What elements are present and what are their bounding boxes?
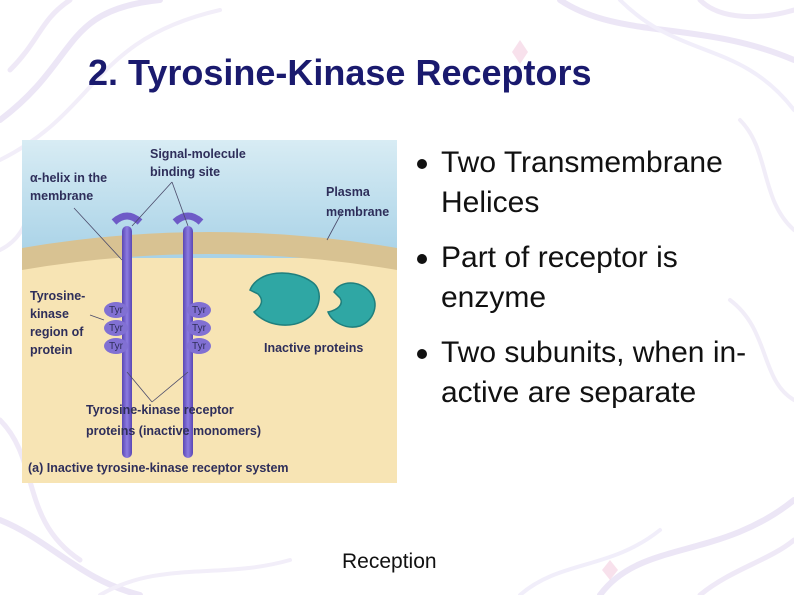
alpha-helix-label: α-helix in the membrane [30,171,111,203]
plasma-membrane-label: Plasma membrane [326,185,389,219]
receptor-monomer-right [172,212,211,458]
inactive-protein-1 [249,272,320,326]
tyr-label-l3: Tyr [109,341,124,352]
bullet-list: Two Transmembrane Helices Part of recept… [412,143,772,413]
bullet-text: Two Transmembrane Helices [441,146,723,219]
receptor-diagram: Tyr Tyr Tyr Tyr Tyr Tyr α-helix in the m… [22,140,397,483]
slide-footer: Reception [342,550,437,573]
slide-title: 2. Tyrosine-Kinase Receptors [88,52,592,93]
bullet-text: Two subunits, when in-active are separat… [441,336,747,409]
bullet-text: Part of receptor is enzyme [441,241,678,314]
tk-region-label: Tyrosine- kinase region of protein [30,289,89,357]
inactive-proteins-label: Inactive proteins [264,341,363,355]
plasma-membrane [22,232,397,270]
bullet-item: Part of receptor is enzyme [412,238,772,318]
bullet-dot-icon [417,159,427,169]
tyr-label-r1: Tyr [192,305,207,316]
bullet-dot-icon [417,254,427,264]
cytoplasm-region [22,258,397,483]
bullet-item: Two Transmembrane Helices [412,143,772,223]
tyr-label-l1: Tyr [109,305,124,316]
tyr-label-r2: Tyr [192,323,207,334]
bullet-dot-icon [417,349,427,359]
tyr-label-r3: Tyr [192,341,207,352]
receptor-monomer-left [104,212,143,458]
receptor-proteins-label: Tyrosine-kinase receptor proteins (inact… [86,403,261,438]
bullet-item: Two subunits, when in-active are separat… [412,333,772,413]
figure-caption: (a) Inactive tyrosine-kinase receptor sy… [28,461,289,475]
tyr-label-l2: Tyr [109,323,124,334]
signal-site-label: Signal-molecule binding site [150,147,249,179]
inactive-protein-2 [326,282,376,328]
